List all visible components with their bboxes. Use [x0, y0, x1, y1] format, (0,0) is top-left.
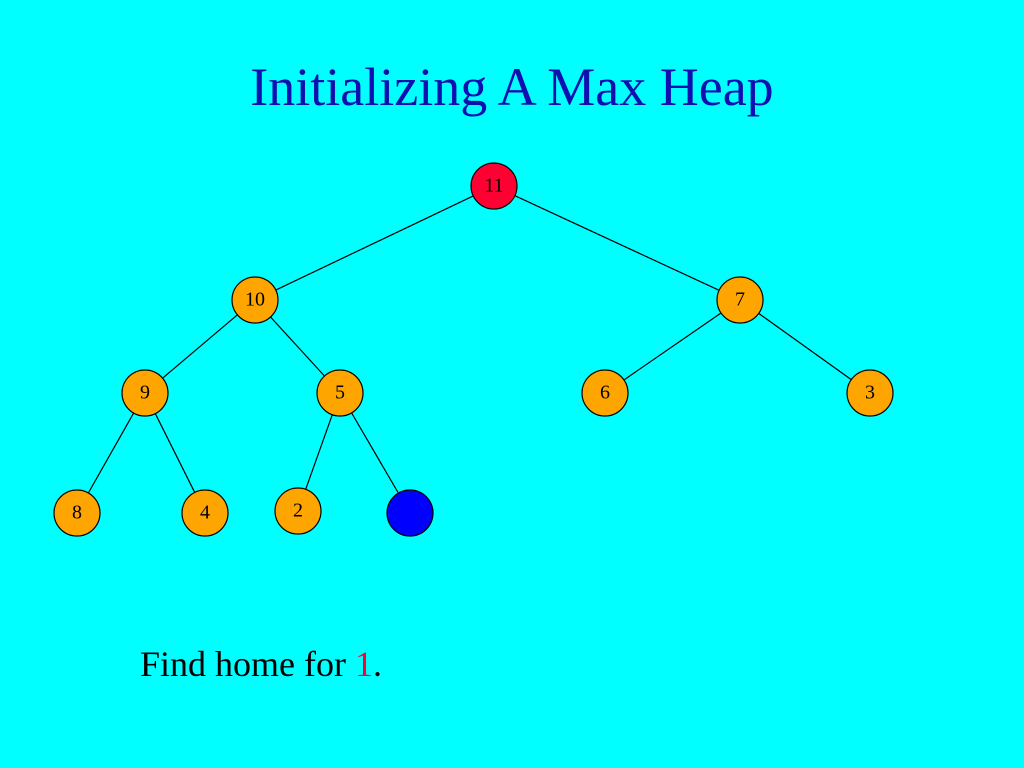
- tree-node-label: 8: [72, 502, 82, 524]
- tree-node-circle: [386, 489, 434, 537]
- tree-edge-11-10: [275, 195, 474, 291]
- tree-node-circle: [231, 276, 279, 324]
- tree-node-label: 6: [600, 382, 610, 404]
- tree-node-circle: [846, 369, 894, 417]
- tree-edge-5-2: [305, 414, 333, 490]
- tree-node-label: 2: [293, 500, 303, 522]
- tree-node-label: 9: [140, 382, 150, 404]
- tree-node-label: 7: [735, 289, 745, 311]
- tree-node-circle: [716, 276, 764, 324]
- tree-node-6: 6: [581, 369, 629, 417]
- tree-edge-9-8: [87, 412, 135, 494]
- caption: Find home for 1.: [140, 646, 382, 682]
- tree-node-empty: [386, 489, 434, 537]
- tree-node-label: 11: [484, 175, 503, 197]
- tree-node-2: 2: [274, 487, 322, 535]
- tree-edge-11-7: [514, 195, 720, 291]
- tree-node-label: 4: [200, 502, 210, 524]
- tree-edge-7-3: [758, 312, 852, 381]
- tree-node-5: 5: [316, 369, 364, 417]
- tree-node-3: 3: [846, 369, 894, 417]
- tree-node-circle: [121, 369, 169, 417]
- tree-node-4: 4: [181, 489, 229, 537]
- tree-node-circle: [53, 489, 101, 537]
- tree-node-label: 10: [245, 289, 265, 311]
- tree-nodes: 11 10 7 9 5 6 3 8 4 2: [53, 162, 894, 537]
- tree-edge-9-4: [154, 413, 196, 493]
- caption-value: 1: [354, 644, 373, 684]
- tree-node-label: 5: [335, 382, 345, 404]
- tree-node-circle: [274, 487, 322, 535]
- slide-title: Initializing A Max Heap: [250, 57, 774, 117]
- tree-node-circle: [470, 162, 518, 210]
- tree-node-circle: [581, 369, 629, 417]
- tree-node-circle: [181, 489, 229, 537]
- tree-node-label: 3: [865, 382, 875, 404]
- tree-edge-10-5: [270, 316, 325, 377]
- tree-edges: [87, 195, 852, 494]
- tree-node-10: 10: [231, 276, 279, 324]
- tree-node-8: 8: [53, 489, 101, 537]
- tree-edge-10-9: [162, 314, 238, 379]
- tree-node-11: 11: [470, 162, 518, 210]
- tree-edge-5-empty: [351, 412, 399, 494]
- tree-node-circle: [316, 369, 364, 417]
- caption-suffix: .: [372, 644, 382, 684]
- caption-prefix: Find home for: [140, 644, 355, 684]
- tree-node-7: 7: [716, 276, 764, 324]
- tree-edge-7-6: [623, 312, 722, 381]
- tree-node-9: 9: [121, 369, 169, 417]
